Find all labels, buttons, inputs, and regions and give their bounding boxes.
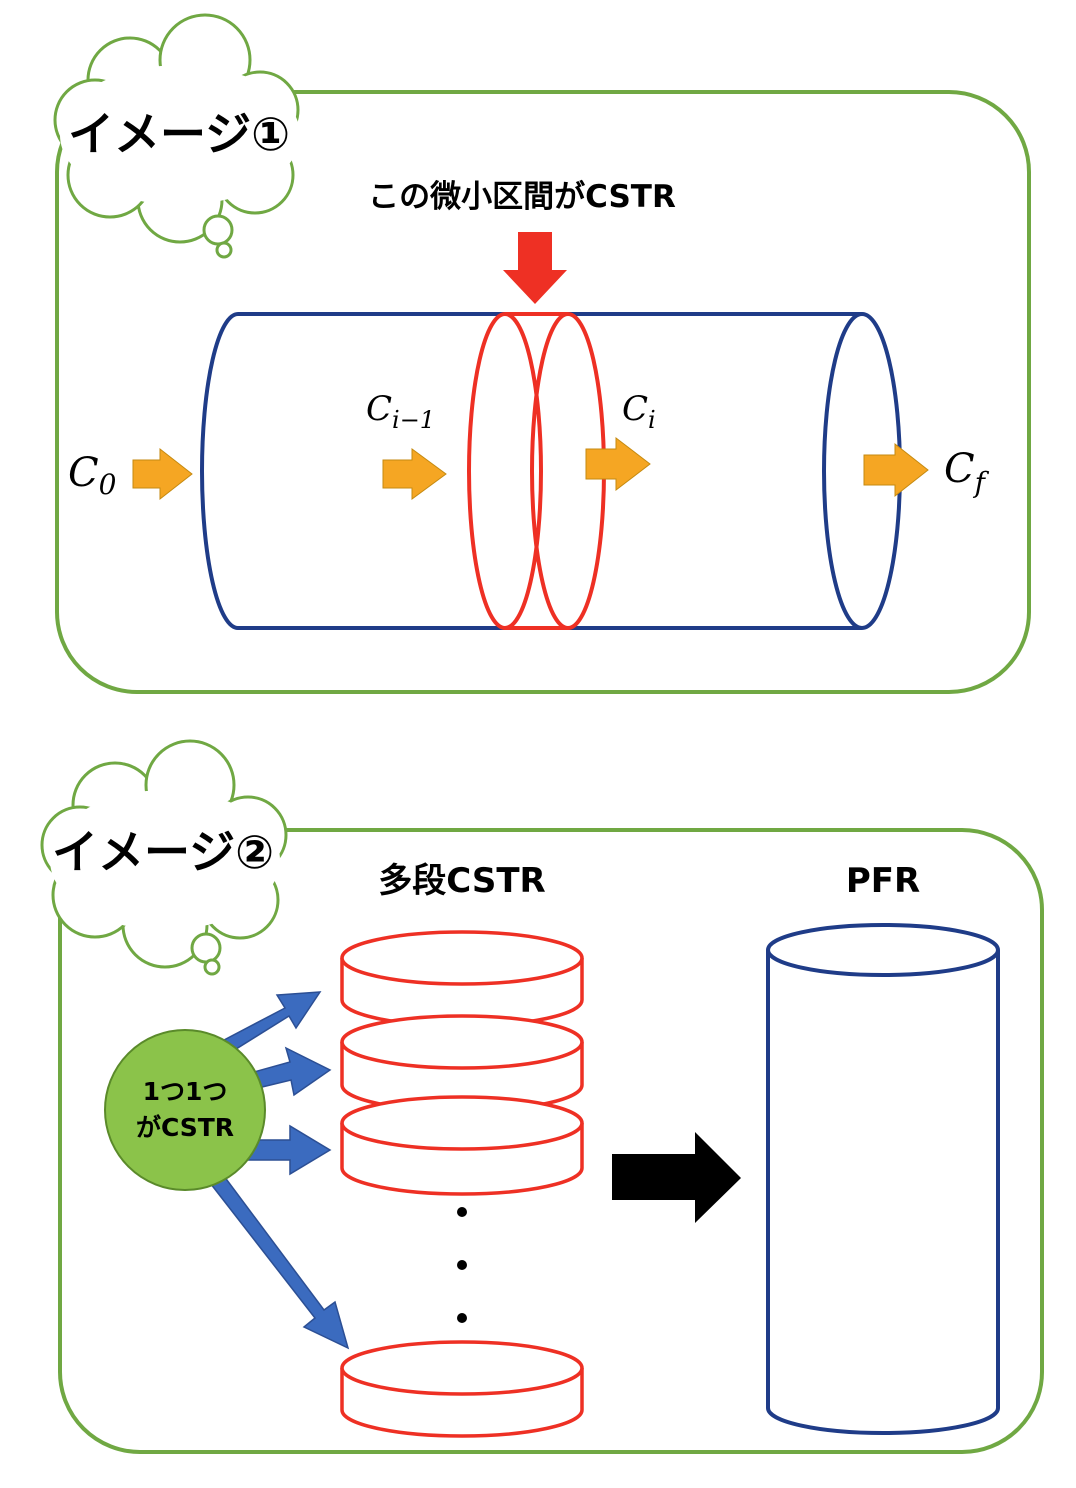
cstr-disc-1 (340, 930, 584, 1028)
bubble-text-line2: がCSTR (136, 1113, 234, 1142)
flow-arrow-outlet (863, 442, 929, 498)
cstr-slice (467, 312, 606, 630)
transition-arrow (612, 1132, 741, 1223)
label-ci-minus-1: Ci−1 (366, 389, 435, 434)
label-ci: Ci (622, 389, 656, 434)
thought-cloud-2 (40, 739, 288, 976)
panel2-frame (58, 828, 1044, 1454)
bubble-text-line1: 1つ1つ (143, 1077, 228, 1106)
panel1-title: イメージ① (68, 107, 290, 161)
ellipsis-dots (457, 1207, 467, 1323)
red-down-arrow (503, 232, 567, 304)
label-c0: C0 (68, 450, 116, 501)
flow-arrow-before-slice (382, 448, 447, 500)
cstr-disc-2 (340, 1014, 584, 1113)
panel2-title: イメージ② (52, 825, 274, 879)
cstr-stack (340, 930, 584, 1438)
flow-arrow-inlet (132, 447, 193, 501)
multistage-cstr-heading: 多段CSTR (378, 861, 545, 901)
cstr-bubble (104, 1029, 266, 1191)
cstr-disc-3 (340, 1095, 584, 1196)
flow-arrow-after-slice (585, 436, 651, 492)
pfr-cylinder-vertical (766, 923, 1000, 1435)
annotation-label: この微小区間がCSTR (368, 179, 676, 215)
cstr-disc-last (340, 1340, 584, 1438)
pointer-arrow-4 (198, 1158, 350, 1350)
pfr-cylinder-horizontal (200, 312, 902, 630)
pfr-heading: PFR (846, 861, 920, 901)
thought-cloud-1 (53, 13, 300, 259)
panel1-frame (55, 90, 1031, 694)
label-cf: Cf (944, 446, 990, 499)
